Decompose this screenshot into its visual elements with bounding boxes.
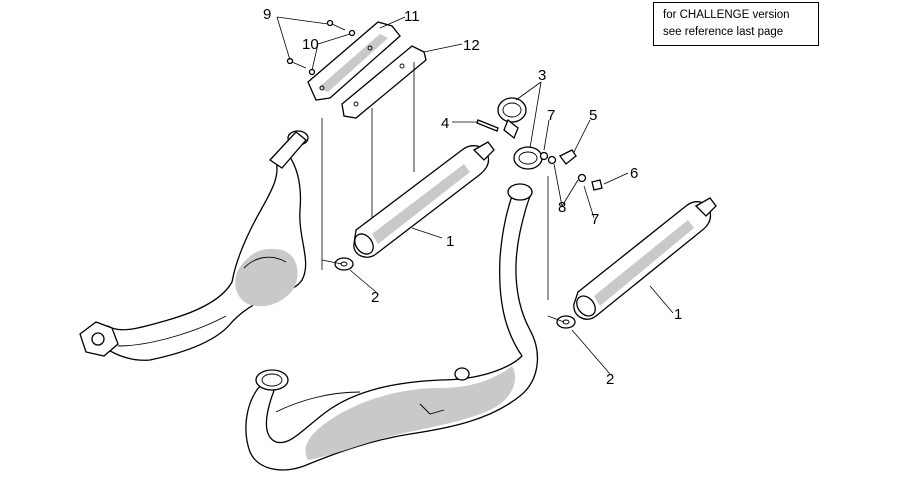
callout-2-left: 2 xyxy=(371,289,379,306)
version-note-line-1: for CHALLENGE version xyxy=(663,9,790,21)
callout-numbers: 9 10 11 12 3 4 7 5 6 8 7 1 1 2 2 xyxy=(263,6,682,388)
callout-11: 11 xyxy=(404,8,420,25)
callout-1-right: 1 xyxy=(674,306,682,323)
heat-shield-assembly xyxy=(286,19,427,232)
clamp-hardware xyxy=(476,97,603,300)
callout-9: 9 xyxy=(263,6,271,23)
callout-7-upper: 7 xyxy=(547,107,555,124)
heat-shield-plate xyxy=(341,45,427,119)
callout-1-left: 1 xyxy=(446,233,454,250)
left-exhaust-header xyxy=(79,118,323,361)
left-muffler xyxy=(321,141,495,271)
gasket-washer xyxy=(334,257,354,271)
callout-12: 12 xyxy=(463,37,480,54)
callout-8: 8 xyxy=(558,199,566,216)
gasket-washer-right xyxy=(556,315,576,329)
callout-10: 10 xyxy=(302,36,319,53)
callout-3: 3 xyxy=(538,67,546,84)
right-exhaust-header xyxy=(245,183,539,471)
callout-6: 6 xyxy=(630,165,638,182)
callout-7-lower: 7 xyxy=(591,211,599,228)
callout-4: 4 xyxy=(441,115,449,132)
version-note: for CHALLENGE version see reference last… xyxy=(653,2,819,46)
right-muffler xyxy=(547,197,717,329)
callout-5: 5 xyxy=(589,107,597,124)
leader-lines xyxy=(276,16,674,375)
callout-2-right: 2 xyxy=(606,371,614,388)
version-note-line-2: see reference last page xyxy=(663,26,784,38)
